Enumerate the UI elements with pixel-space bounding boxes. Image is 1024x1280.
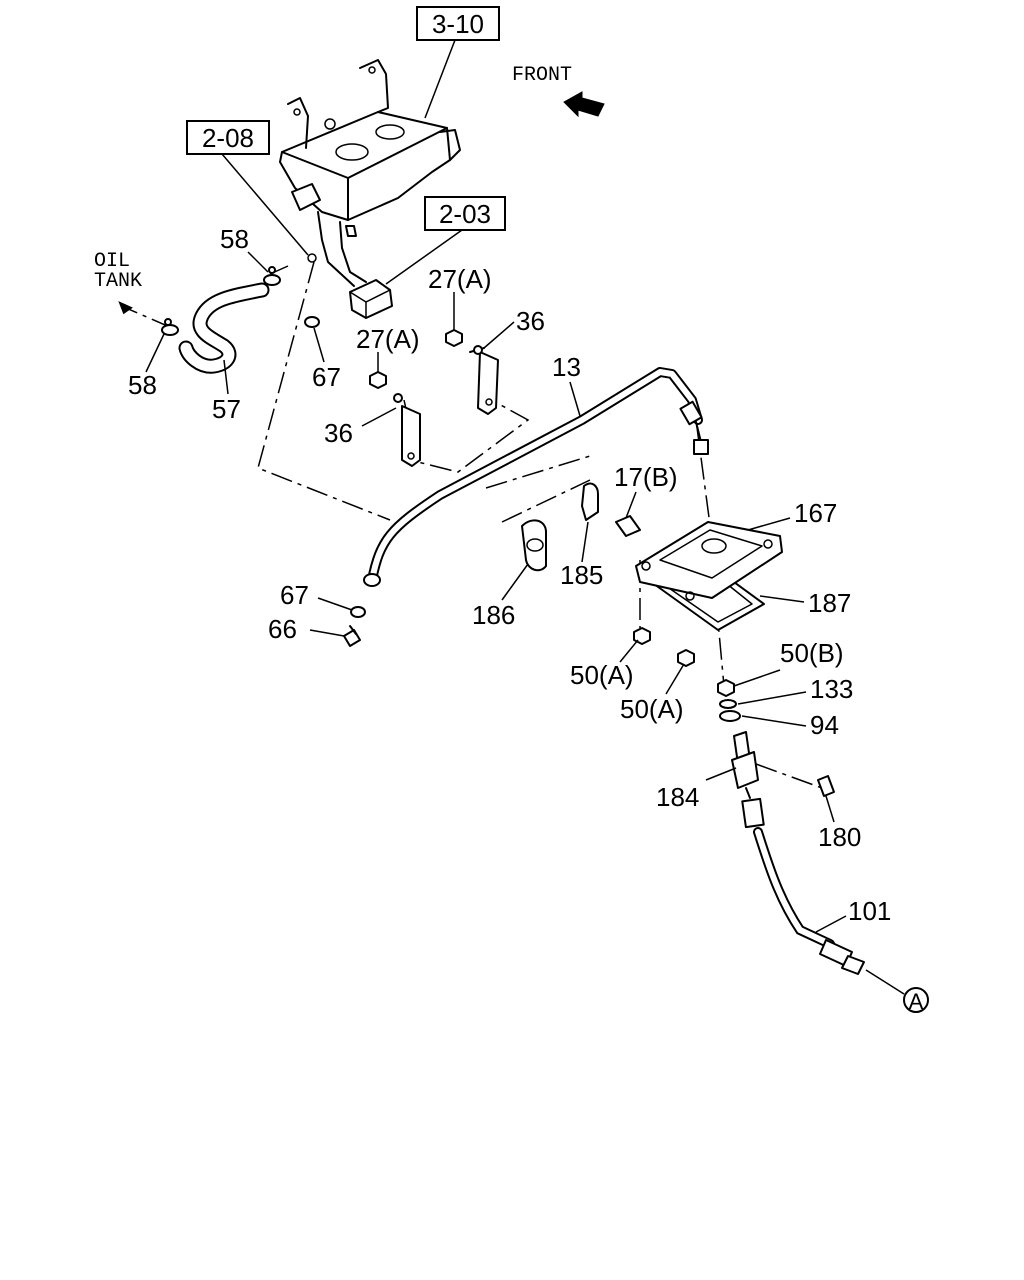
label-101: 101 (848, 896, 891, 926)
ref-box-3-10[interactable]: 3-10 (416, 6, 500, 41)
label-167: 167 (794, 498, 837, 528)
label-67-bottom: 67 (280, 580, 309, 610)
label-58-top: 58 (220, 224, 249, 254)
svg-text:A: A (909, 989, 924, 1014)
label-36-left: 36 (324, 418, 353, 448)
clip-186 (521, 519, 547, 572)
label-133: 133 (810, 674, 853, 704)
washer-94 (719, 710, 741, 722)
label-58-left: 58 (128, 370, 157, 400)
nut-50b (717, 679, 735, 697)
nut-27a-top (445, 329, 463, 347)
nut-50a-right (677, 649, 695, 667)
label-180: 180 (818, 822, 861, 852)
hose-101 (741, 797, 865, 975)
label-13: 13 (552, 352, 581, 382)
pipe-13 (363, 367, 709, 587)
oil-tank-direction-line (125, 307, 173, 329)
ref-box-2-03[interactable]: 2-03 (424, 196, 506, 231)
washer-67-bottom (350, 606, 366, 618)
leader-3-10 (424, 39, 456, 119)
label-27a-top: 27(A) (428, 264, 492, 294)
pin-2-08 (307, 253, 317, 263)
oil-tank-label-line2: TANK (94, 270, 142, 293)
oil-tank-arrow-icon (118, 301, 133, 315)
clip-185 (581, 482, 599, 521)
label-184: 184 (656, 782, 699, 812)
plate-167 (635, 521, 783, 601)
front-arrow-icon (563, 91, 605, 118)
label-27a-mid: 27(A) (356, 324, 420, 354)
washer-133 (719, 699, 737, 709)
label-50b: 50(B) (780, 638, 844, 668)
bracket-36-lower (393, 393, 421, 467)
clamp-58-left (161, 318, 179, 336)
oil-tank-label-line1: OIL (94, 250, 130, 273)
label-17b: 17(B) (614, 462, 678, 492)
label-185: 185 (560, 560, 603, 590)
ref-box-2-08[interactable]: 2-08 (186, 120, 270, 155)
bracket-36-upper (469, 345, 499, 415)
label-50a-left: 50(A) (570, 660, 634, 690)
front-label: FRONT (512, 64, 572, 87)
svg-text:2-03: 2-03 (439, 199, 491, 229)
label-57: 57 (212, 394, 241, 424)
label-187: 187 (808, 588, 851, 618)
label-50a-right: 50(A) (620, 694, 684, 724)
nut-27a-mid (369, 371, 387, 389)
svg-text:3-10: 3-10 (432, 9, 484, 39)
bleeder-180 (817, 775, 835, 797)
label-94: 94 (810, 710, 839, 740)
label-67-top: 67 (312, 362, 341, 392)
label-36-top: 36 (516, 306, 545, 336)
washer-67-top (304, 316, 320, 328)
callout-a[interactable]: A (903, 987, 929, 1014)
leader-a (865, 969, 905, 995)
hose-57 (178, 282, 270, 374)
bolt-66 (343, 625, 361, 647)
leader-2-08 (221, 153, 309, 256)
union-184 (731, 731, 759, 799)
leader-2-03 (385, 229, 463, 285)
label-186: 186 (472, 600, 515, 630)
svg-text:2-08: 2-08 (202, 123, 254, 153)
bolt-17b (615, 515, 641, 537)
label-66: 66 (268, 614, 297, 644)
pedal-bracket-assembly (279, 59, 461, 319)
